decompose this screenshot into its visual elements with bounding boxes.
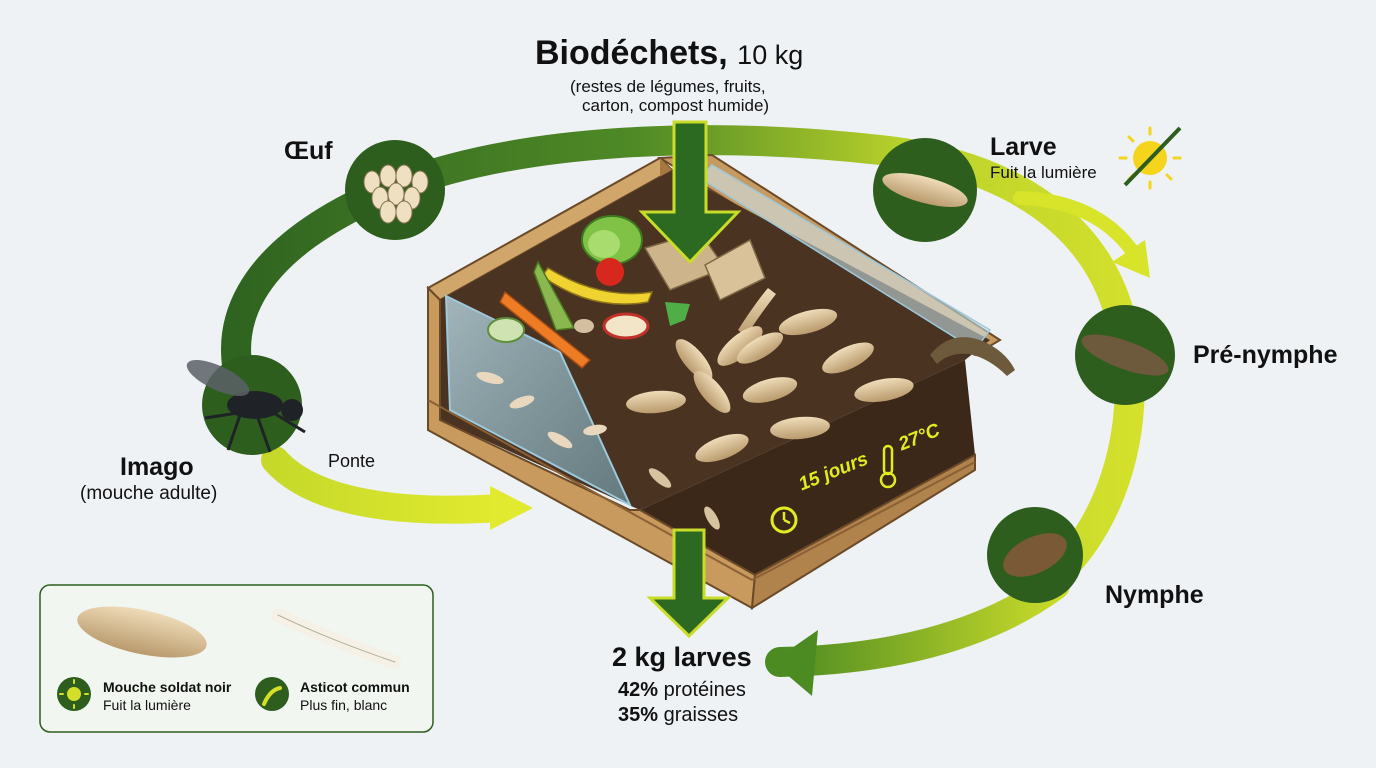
sun-crossed-icon xyxy=(1120,128,1180,188)
legend-item-title: Mouche soldat noir xyxy=(103,680,231,695)
protein-value: 42% xyxy=(618,679,658,701)
input-subtitle-line1: (restes de légumes, fruits, xyxy=(570,78,766,97)
legend-item-note: Fuit la lumière xyxy=(103,698,191,713)
larva-stage-icon xyxy=(873,138,977,242)
larva-note: Fuit la lumière xyxy=(990,164,1097,183)
fly-stage-icon xyxy=(182,353,305,455)
fat-value: 35% xyxy=(618,704,658,726)
adult-note: (mouche adulte) xyxy=(80,484,217,505)
pupa-label: Nymphe xyxy=(1105,582,1204,610)
legend-item-title: Asticot commun xyxy=(300,680,410,695)
legend-item-note: Plus fin, blanc xyxy=(300,698,387,713)
output-title: 2 kg larves xyxy=(612,643,752,673)
egg-label: Œuf xyxy=(284,138,333,166)
input-quantity: 10 kg xyxy=(737,40,803,70)
output-protein: 42% protéines xyxy=(618,679,746,701)
output-fat: 35% graisses xyxy=(618,704,738,726)
larva-label: Larve xyxy=(990,134,1057,162)
protein-label: protéines xyxy=(664,679,746,701)
laying-arrow xyxy=(275,460,500,510)
prepupa-stage-icon xyxy=(1075,305,1175,405)
input-title: Biodéchets, 10 kg xyxy=(535,35,803,72)
pupa-stage-icon xyxy=(987,507,1083,603)
laying-label: Ponte xyxy=(328,452,375,472)
fat-label: graisses xyxy=(664,704,738,726)
prepupa-label: Pré-nymphe xyxy=(1193,342,1337,370)
egg-stage-icon xyxy=(345,140,445,240)
adult-label: Imago xyxy=(120,454,194,482)
input-subtitle-line2: carton, compost humide) xyxy=(582,97,769,116)
